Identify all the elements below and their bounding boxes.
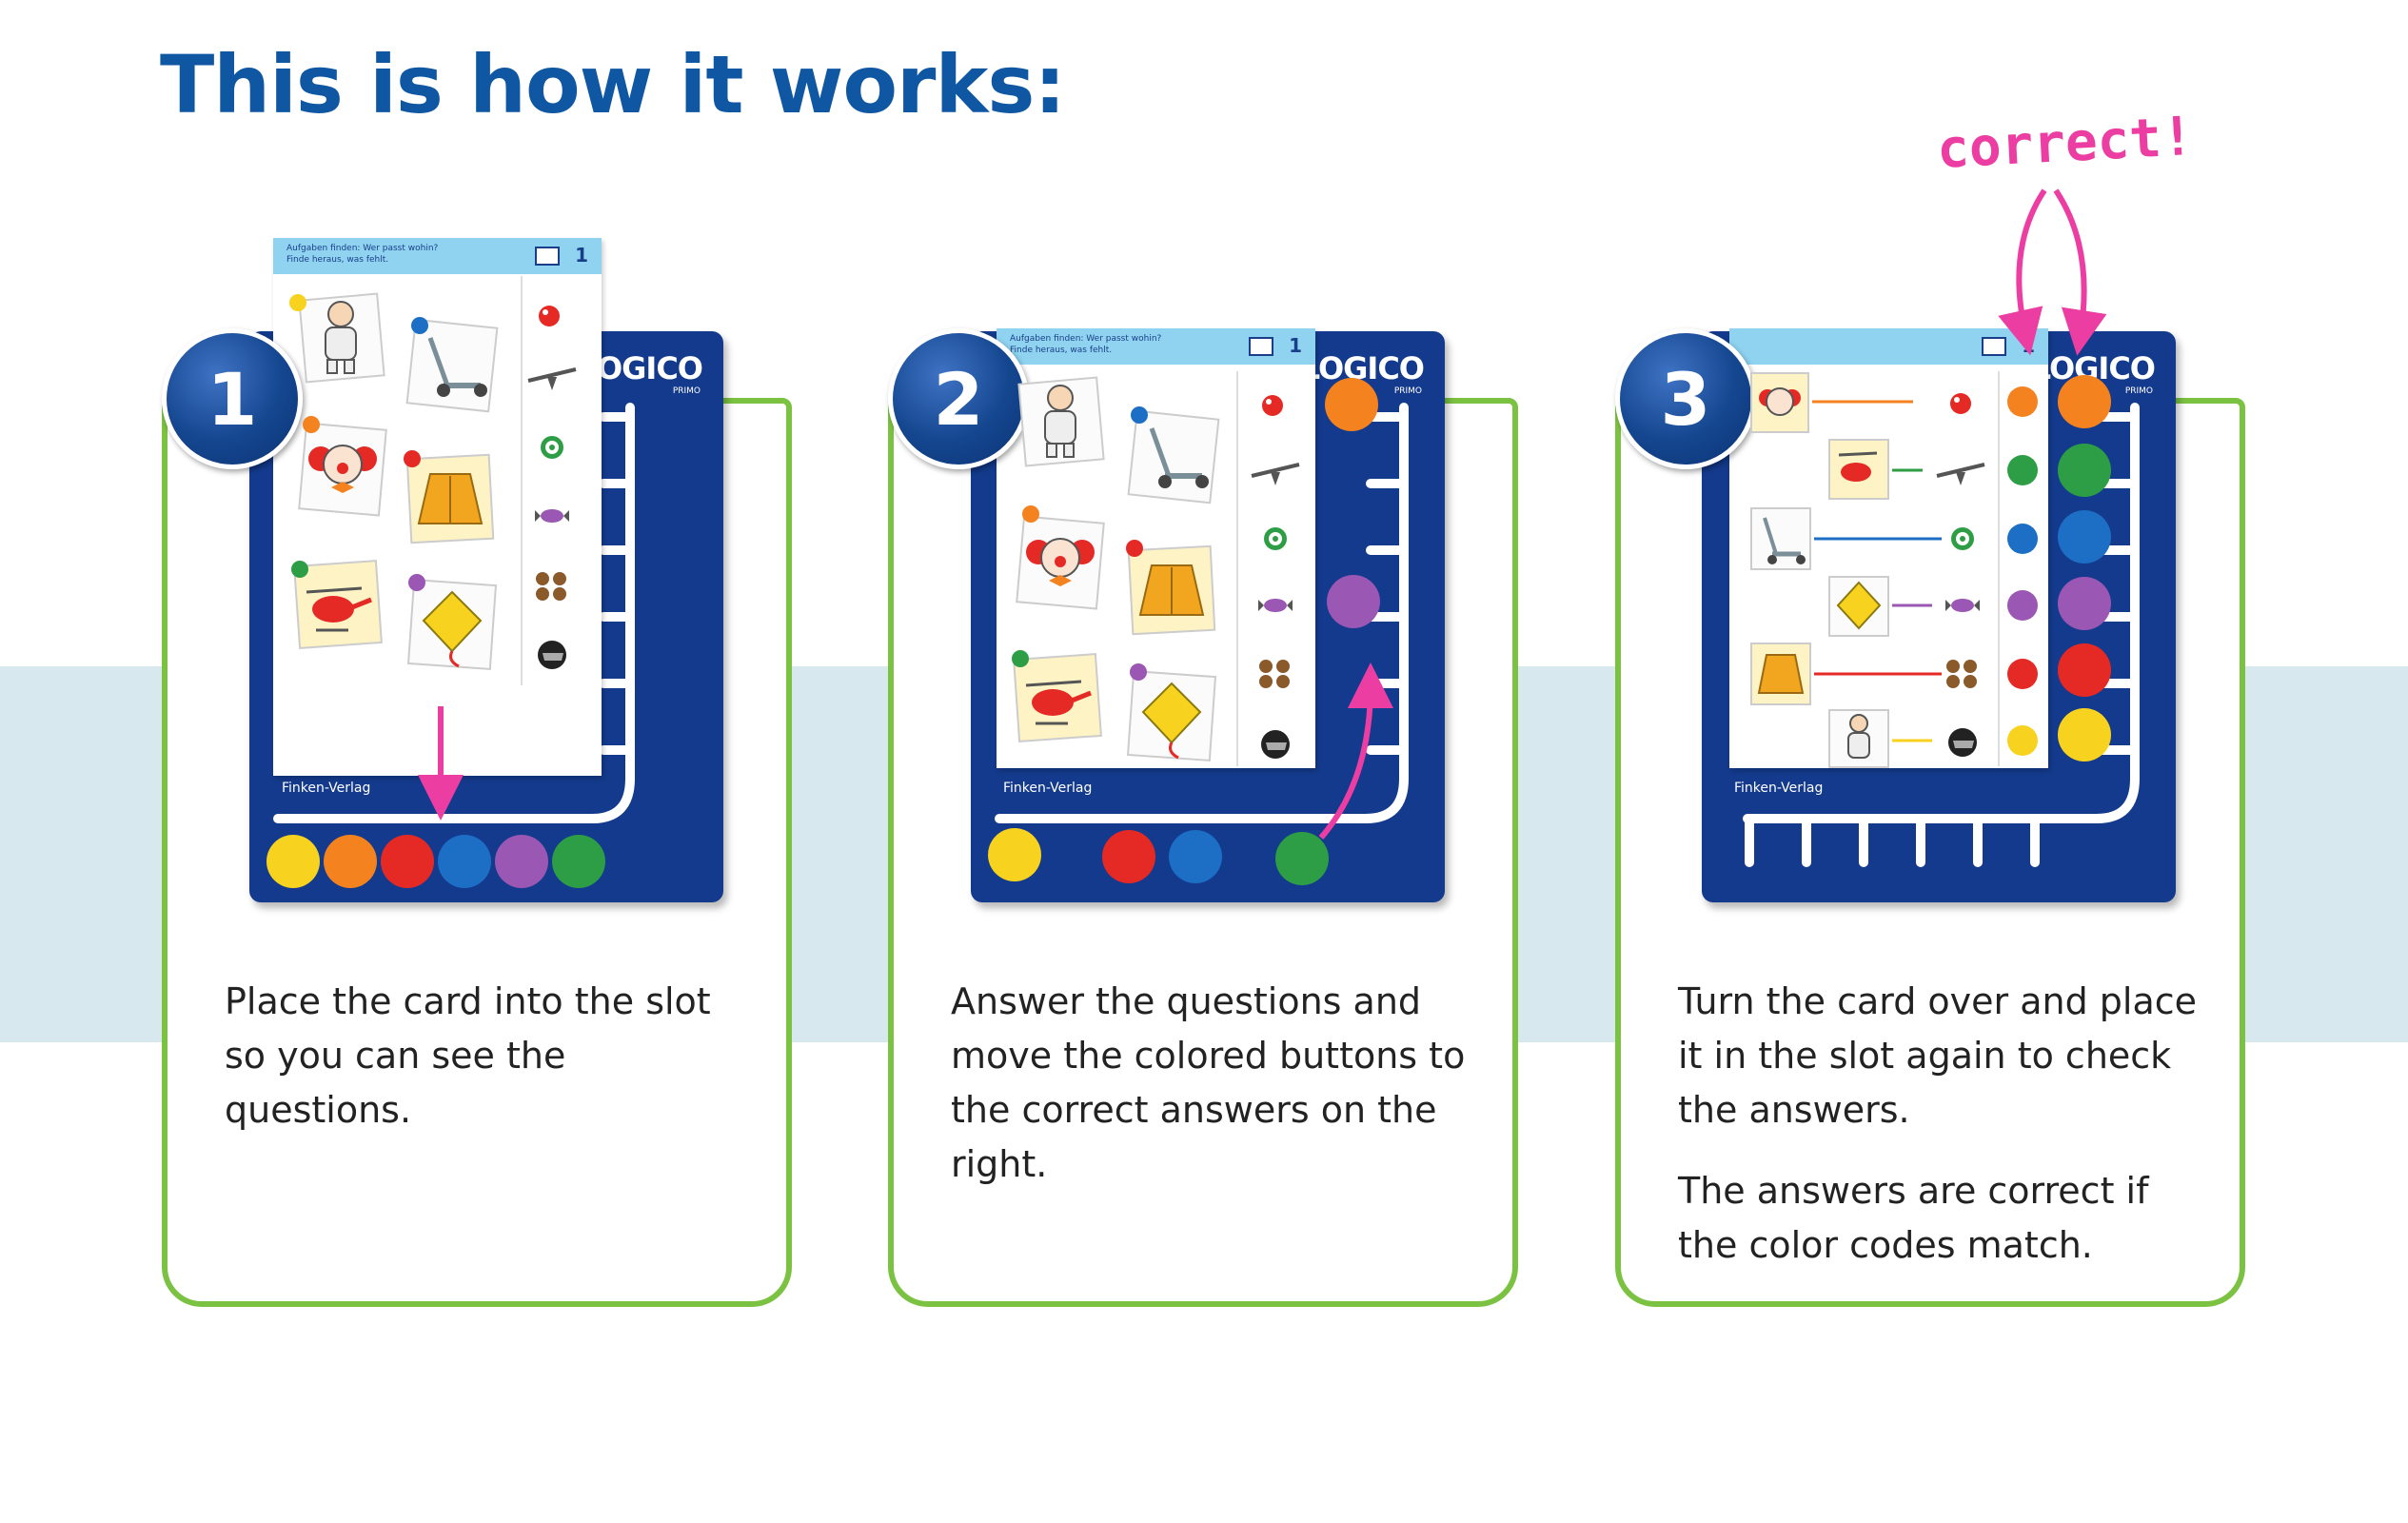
publisher-label: Finken-Verlag [1003, 781, 1093, 796]
card-2-header-line1: Aufgaben finden: Wer passt wohin? [1010, 334, 1162, 344]
card-2-header: Aufgaben finden: Wer passt wohin? Finde … [997, 328, 1315, 365]
card-2-checkbox [1249, 337, 1273, 356]
question-card-1: Aufgaben finden: Wer passt wohin? Finde … [273, 238, 602, 776]
step-badge-3: 3 [1615, 328, 1756, 469]
page-title: This is how it works: [160, 38, 1066, 131]
answer-card-3: 1 [1729, 328, 2048, 768]
logico-logo: LOGICO [2031, 350, 2156, 386]
step-badge-2: 2 [888, 328, 1029, 469]
logico-logo-sub: PRIMO [672, 386, 701, 396]
step-badge-1: 1 [162, 328, 303, 469]
step-1-description: Place the card into the slot so you can … [225, 975, 758, 1164]
card-3-header: 1 [1729, 328, 2048, 365]
card-1-header-text: Aufgaben finden: Wer passt wohin? Finde … [286, 243, 438, 266]
card-1-header-line1: Aufgaben finden: Wer passt wohin? [286, 244, 439, 253]
logico-logo-sub: PRIMO [2124, 386, 2153, 396]
correct-arrow-left [1998, 188, 2047, 356]
card-1-checkbox [535, 247, 560, 266]
correct-label: correct! [1935, 105, 2196, 182]
logico-logo-sub: PRIMO [1393, 386, 1422, 396]
board-1-slots [273, 403, 635, 823]
card-2-number: 1 [1289, 334, 1302, 357]
question-card-2: Aufgaben finden: Wer passt wohin? Finde … [997, 328, 1315, 768]
logico-logo: LOGICO [1300, 350, 1425, 386]
publisher-label: Finken-Verlag [1734, 781, 1824, 796]
publisher-label: Finken-Verlag [282, 781, 371, 796]
card-1-number: 1 [575, 244, 588, 267]
step-2-description: Answer the questions and move the colore… [951, 975, 1484, 1218]
step-3-text-1: Turn the card over and place it in the s… [1678, 980, 2198, 1131]
step-3-text-2: The answers are correct if the color cod… [1678, 1170, 2149, 1266]
card-2-header-line2: Finde heraus, was fehlt. [1010, 346, 1113, 355]
card-3-checkbox [1982, 337, 2006, 356]
card-1-header: Aufgaben finden: Wer passt wohin? Finde … [273, 238, 602, 274]
card-2-header-text: Aufgaben finden: Wer passt wohin? Finde … [1010, 333, 1161, 356]
step-1-text: Place the card into the slot so you can … [225, 980, 711, 1131]
step-3-description: Turn the card over and place it in the s… [1678, 975, 2211, 1299]
step-2-text: Answer the questions and move the colore… [951, 980, 1466, 1185]
card-3-number: 1 [2022, 334, 2035, 357]
board-3-slots [1743, 403, 2140, 867]
correct-arrow-right [2053, 188, 2107, 356]
card-1-header-line2: Finde heraus, was fehlt. [286, 255, 389, 265]
